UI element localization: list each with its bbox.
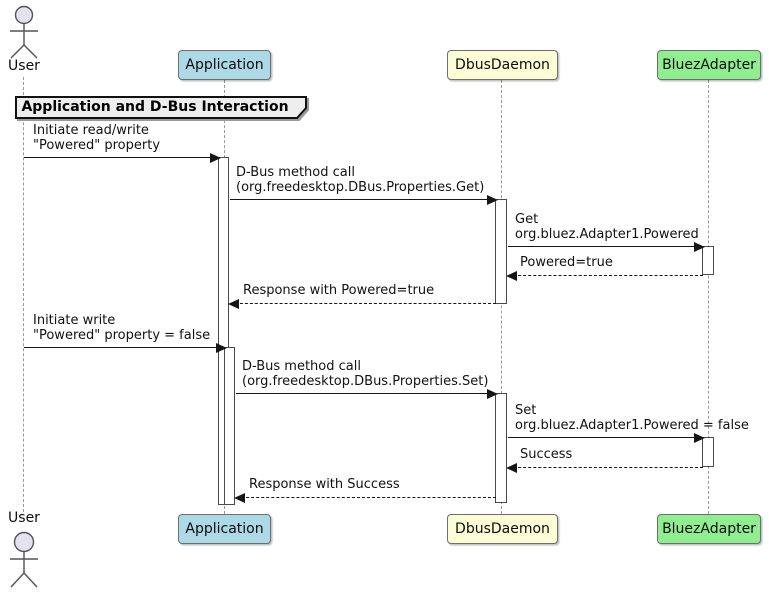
message-3-arrow (508, 242, 705, 252)
message-9-label: Success (520, 447, 573, 462)
frame-title: Application and D-Bus Interaction (21, 99, 289, 115)
bluezadapter-activation-2 (702, 437, 714, 467)
message-8-arrow (508, 433, 705, 443)
user-actor-icon-bottom (4, 527, 44, 594)
message-10-arrow (234, 493, 496, 503)
participant-bluezadapter-bottom: BluezAdapter (657, 514, 761, 544)
message-7-label: D-Bus method call (org.freedesktop.DBus.… (242, 359, 489, 389)
message-3-label: Get org.bluez.Adapter1.Powered (515, 212, 699, 242)
user-actor-label-bottom: User (8, 510, 40, 526)
message-6-label: Initiate write "Powered" property = fals… (33, 313, 211, 343)
message-2-arrow (230, 195, 498, 205)
message-5-label: Response with Powered=true (243, 283, 435, 298)
arrowhead-right-icon (694, 242, 705, 252)
dbusdaemon-activation-2 (495, 393, 507, 503)
participant-bluezadapter-top: BluezAdapter (657, 50, 761, 80)
participant-application-top: Application (178, 50, 271, 80)
message-10-label: Response with Success (249, 477, 400, 492)
application-activation-1 (218, 157, 229, 505)
dbusdaemon-activation-1 (495, 199, 507, 304)
arrowhead-left-icon (228, 299, 239, 309)
user-lifeline (23, 77, 24, 512)
user-actor-icon (4, 5, 44, 59)
arrowhead-left-icon (234, 493, 245, 503)
message-1-arrow (24, 153, 221, 163)
arrowhead-right-icon (216, 343, 227, 353)
arrowhead-left-icon (506, 463, 517, 473)
bluezadapter-lifeline (708, 80, 709, 514)
bluezadapter-activation-1 (702, 246, 714, 275)
arrowhead-right-icon (210, 153, 221, 163)
application-activation-2 (224, 347, 235, 505)
message-9-arrow (506, 463, 703, 473)
message-5-arrow (228, 299, 496, 309)
message-7-arrow (236, 389, 498, 399)
message-8-label: Set org.bluez.Adapter1.Powered = false (515, 403, 749, 433)
participant-application-bottom: Application (178, 514, 271, 544)
message-4-arrow (506, 271, 703, 281)
participant-dbusdaemon-top: DbusDaemon (447, 50, 558, 80)
participant-dbusdaemon-bottom: DbusDaemon (447, 514, 558, 544)
arrowhead-right-icon (694, 433, 705, 443)
arrowhead-left-icon (506, 271, 517, 281)
message-6-arrow (24, 343, 227, 353)
user-actor-label-top: User (8, 58, 40, 74)
message-2-label: D-Bus method call (org.freedesktop.DBus.… (236, 165, 485, 195)
frame-header-shape (15, 96, 307, 119)
message-4-label: Powered=true (520, 255, 613, 270)
arrowhead-right-icon (487, 195, 498, 205)
arrowhead-right-icon (487, 389, 498, 399)
message-1-label: Initiate read/write "Powered" property (33, 123, 161, 153)
